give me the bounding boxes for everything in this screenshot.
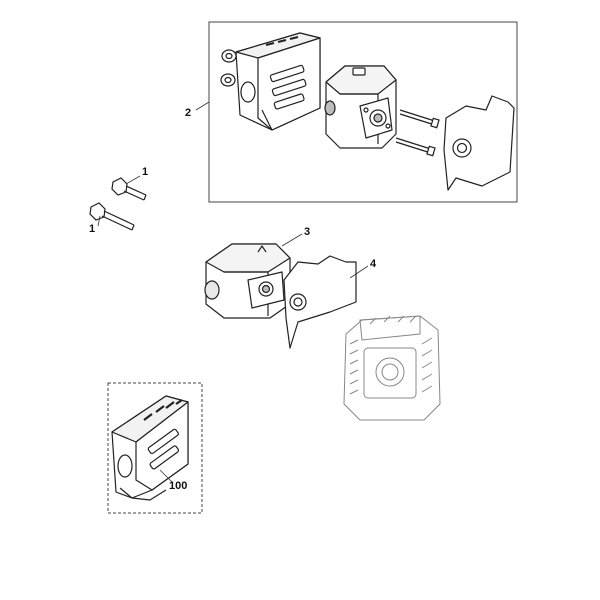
kit-stud-lower bbox=[396, 138, 435, 156]
kit-heat-shield-guard bbox=[236, 33, 320, 130]
leader-bolt-upper bbox=[125, 175, 141, 185]
gasket bbox=[284, 256, 356, 348]
callout-bolt-upper: 1 bbox=[142, 166, 149, 178]
leader-muffler bbox=[281, 233, 303, 247]
kit-stud-upper bbox=[400, 110, 439, 128]
leader-kit bbox=[195, 101, 210, 111]
kit-washer-upper bbox=[222, 50, 236, 62]
leader-gasket bbox=[349, 265, 369, 279]
callout-guard-kit: 100 bbox=[169, 480, 188, 492]
leader-bolt-lower bbox=[97, 215, 101, 227]
kit-washer-lower bbox=[221, 74, 235, 86]
callout-muffler: 3 bbox=[304, 226, 311, 238]
engine-block bbox=[344, 316, 440, 420]
bolt-upper bbox=[112, 178, 146, 200]
kit-gasket bbox=[444, 96, 514, 190]
bolt-lower bbox=[90, 203, 134, 230]
leader-lines bbox=[97, 101, 369, 483]
leader-guard bbox=[159, 469, 173, 483]
callout-kit: 2 bbox=[185, 107, 192, 119]
muffler bbox=[205, 244, 290, 318]
kit-frame bbox=[208, 21, 518, 203]
heat-shield-guard bbox=[112, 396, 188, 500]
callout-gasket: 4 bbox=[370, 258, 377, 270]
kit-muffler bbox=[325, 66, 396, 148]
callout-bolt-lower: 1 bbox=[89, 223, 96, 235]
guard-kit-frame bbox=[107, 382, 203, 514]
